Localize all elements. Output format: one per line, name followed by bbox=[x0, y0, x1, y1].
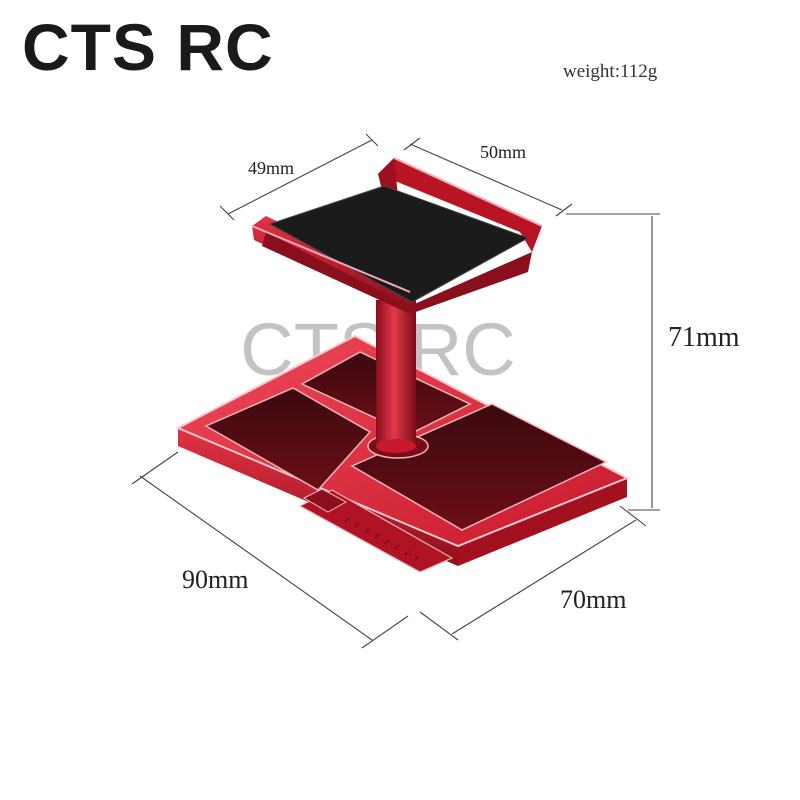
dim-top-width: 49mm bbox=[248, 158, 294, 178]
center-post bbox=[367, 300, 429, 459]
base-front-right-side bbox=[458, 478, 627, 566]
dim-base-depth: 70mm bbox=[560, 585, 626, 614]
small-front-pocket bbox=[302, 488, 348, 513]
ruler-marks bbox=[344, 517, 420, 561]
foam-pad bbox=[268, 185, 530, 303]
top-platform bbox=[251, 157, 543, 314]
compartment-front-left bbox=[204, 387, 372, 491]
weight-label: weight:112g bbox=[563, 61, 658, 82]
dim-height: 71mm bbox=[668, 322, 740, 353]
dimension-lines bbox=[131, 133, 660, 649]
platform-underside bbox=[262, 232, 532, 314]
platform-left-rail bbox=[252, 216, 410, 306]
compartment-right bbox=[350, 403, 608, 531]
dim-base-width: 90mm bbox=[182, 565, 248, 594]
platform-right-rail bbox=[378, 158, 542, 252]
dim-top-depth: 50mm bbox=[480, 142, 526, 162]
brand-title: CTS RC bbox=[22, 10, 274, 84]
